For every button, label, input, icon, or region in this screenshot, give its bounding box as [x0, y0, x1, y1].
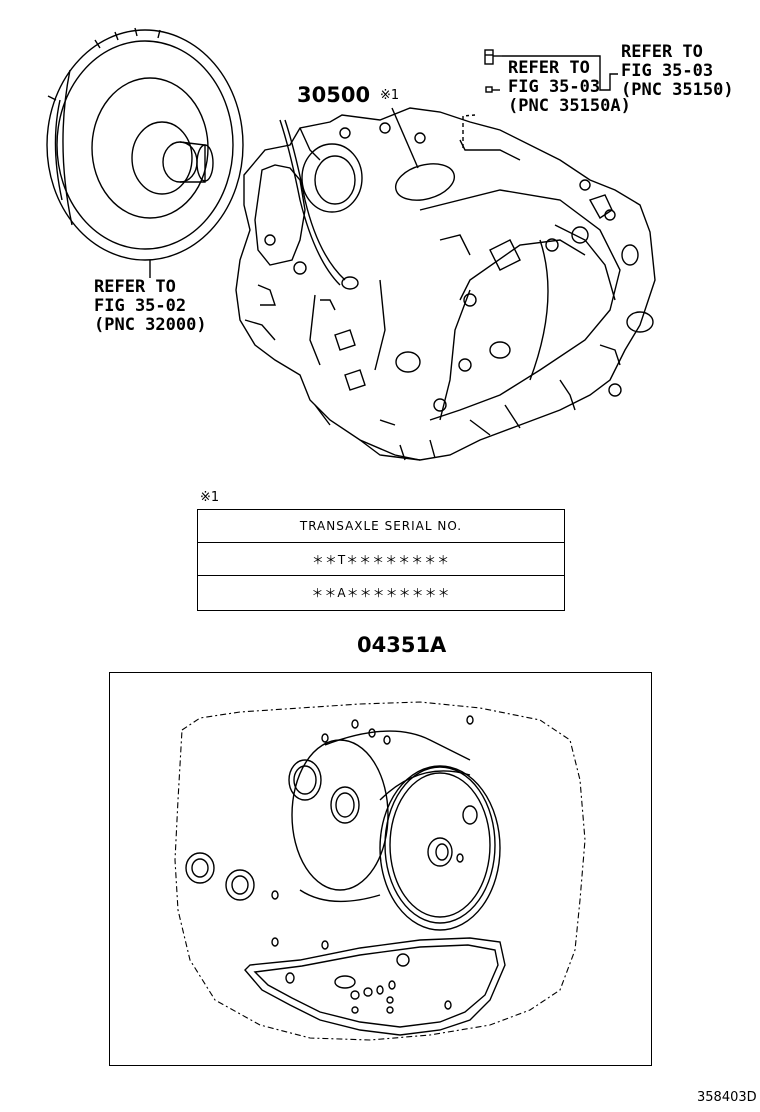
serial-table-row: ＊＊A＊＊＊＊＊＊＊＊ — [311, 586, 451, 600]
callout-line: FIG 35-03 — [621, 61, 714, 81]
refer-bracket — [462, 55, 618, 117]
callout-line: REFER TO — [621, 42, 703, 62]
callout-line: REFER TO — [94, 277, 176, 297]
gasket-kit-frame — [109, 672, 652, 1066]
figure-id: 358403D — [697, 1090, 757, 1105]
stud-parts-drawing — [484, 49, 494, 93]
callout-line: REFER TO — [508, 58, 590, 78]
callout-line: (PNC 35150A) — [508, 96, 631, 116]
callout-line: FIG 35-03 — [508, 77, 601, 97]
serial-table-row: ＊＊T＊＊＊＊＊＊＊＊ — [198, 543, 564, 576]
transaxle-drawing — [235, 107, 656, 461]
transaxle-part-number: 30500 — [297, 83, 371, 107]
transaxle-note-mark: ※1 — [380, 88, 400, 103]
callout-line: (PNC 32000) — [94, 315, 207, 335]
serial-number-table: TRANSAXLE SERIAL NO. ＊＊T＊＊＊＊＊＊＊＊ ＊＊A＊＊＊＊… — [197, 509, 565, 611]
torque-converter-drawing — [46, 27, 244, 278]
callout-line: (PNC 35150) — [621, 80, 734, 100]
serial-table-header: TRANSAXLE SERIAL NO. — [198, 510, 564, 543]
gasket-kit-part-number: 04351A — [357, 633, 447, 657]
serial-table-mark: ※1 — [200, 490, 220, 505]
gasket-kit-drawing — [174, 701, 586, 1041]
callout-line: FIG 35-02 — [94, 296, 187, 316]
